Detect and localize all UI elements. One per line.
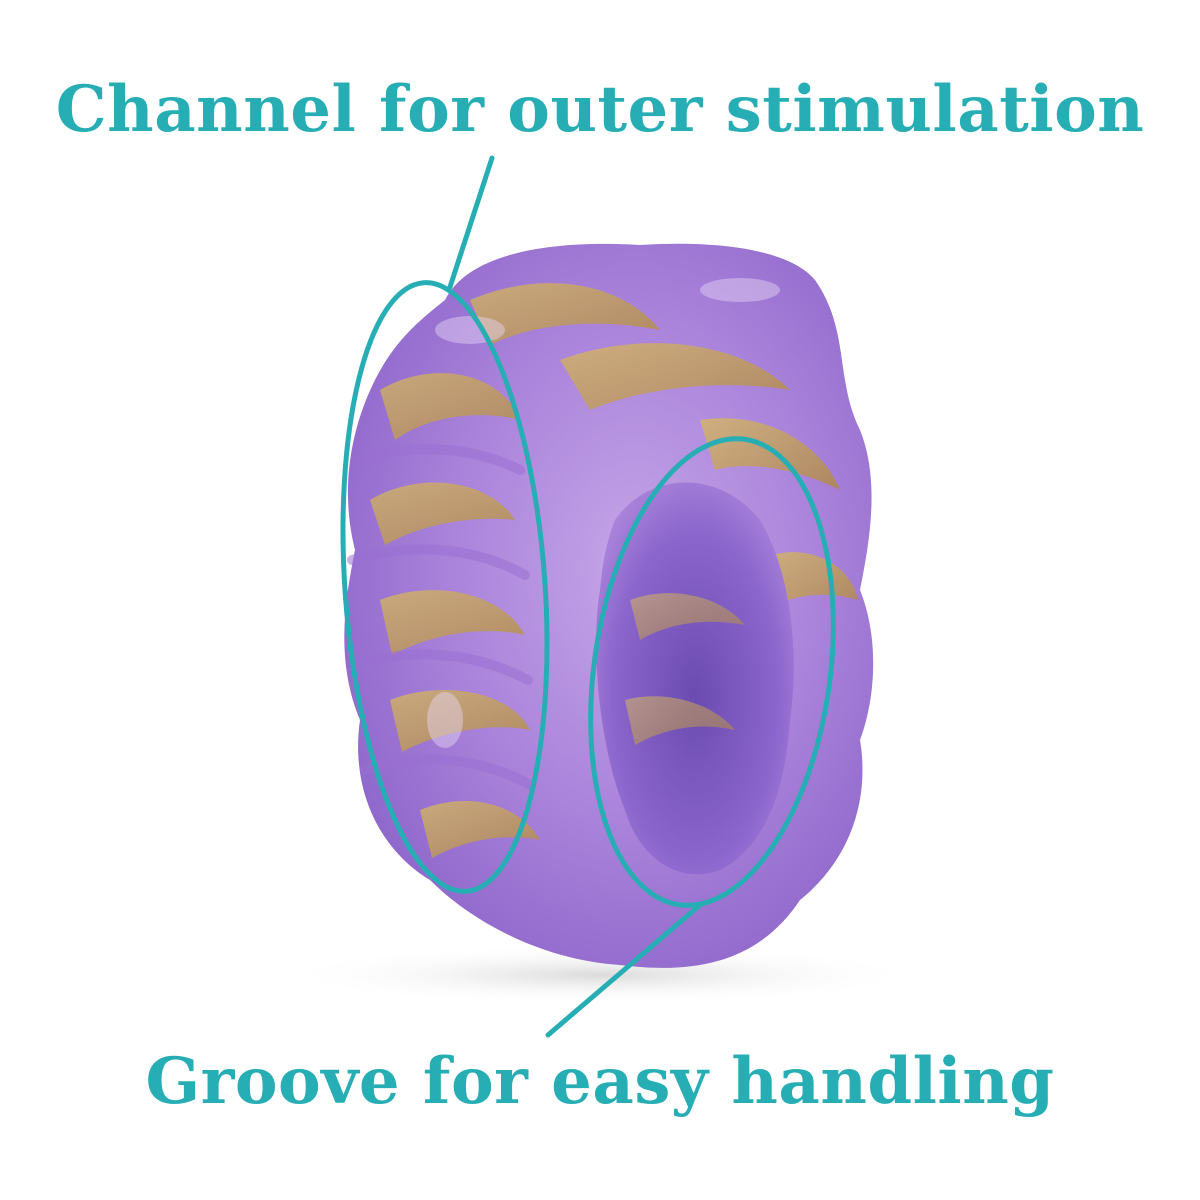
groove-callout-ring — [588, 436, 836, 908]
groove-leader-line — [545, 902, 703, 1038]
channel-leader-line — [447, 155, 495, 290]
channel-annotation-label: Channel for outer stimulation — [55, 72, 1145, 147]
groove-hollow — [596, 482, 794, 875]
product-body — [344, 243, 874, 968]
groove-annotation-label: Groove for easy handling — [145, 1044, 1055, 1119]
channel-callout-ring — [340, 280, 550, 894]
floor-shadow — [280, 945, 920, 1005]
